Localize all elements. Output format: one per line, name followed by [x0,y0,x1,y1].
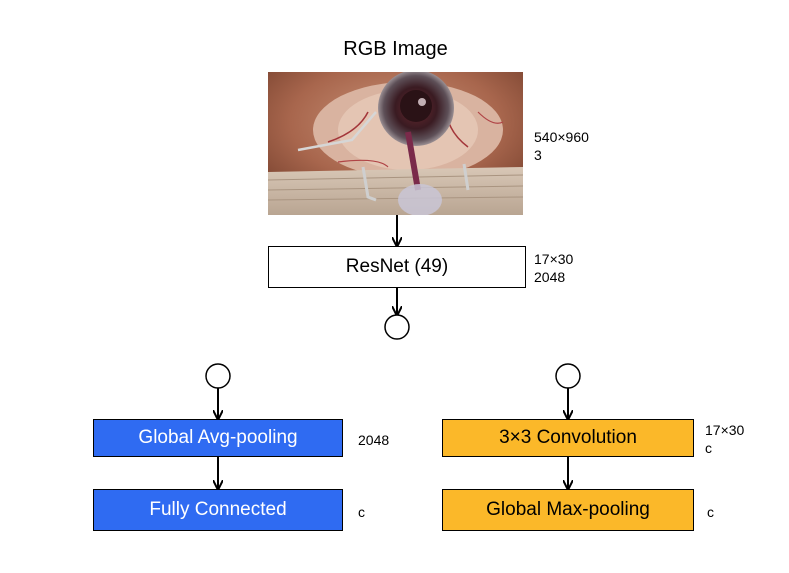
conv3x3-label: 3×3 Convolution [499,427,637,448]
fully-connected-block: Fully Connected [93,489,343,531]
fully-connected-label: Fully Connected [149,499,287,520]
global-avg-pooling-dimensions: 2048 [358,432,390,448]
surgical-eye-image [268,72,523,215]
input-title: RGB Image [343,38,448,60]
conv3x3-dimensions: 17×30 c [705,422,745,456]
backbone-output-node [384,314,410,340]
input-dimensions: 540×960 3 [534,129,589,163]
right-input-node [555,363,581,389]
global-max-pooling-block: Global Max-pooling [442,489,694,531]
resnet-dimensions: 17×30 2048 [534,251,574,285]
global-max-pooling-label: Global Max-pooling [486,499,650,520]
resnet-block: ResNet (49) [268,246,526,288]
resnet-label: ResNet (49) [345,256,449,277]
fully-connected-dimensions: c [358,504,365,520]
global-max-pooling-dimensions: c [707,504,714,520]
conv3x3-block: 3×3 Convolution [442,419,694,457]
global-avg-pooling-block: Global Avg-pooling [93,419,343,457]
global-avg-pooling-label: Global Avg-pooling [138,427,298,448]
left-input-node [205,363,231,389]
